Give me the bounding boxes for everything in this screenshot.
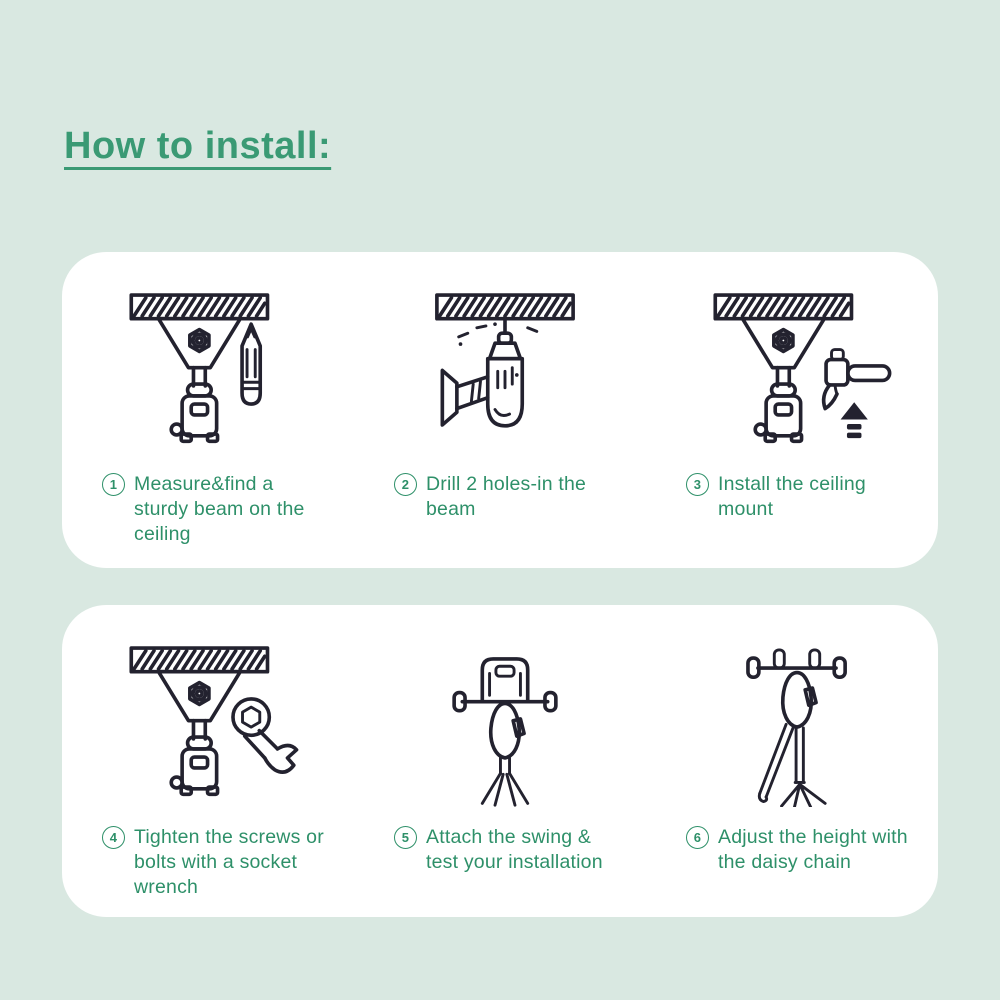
step-caption: 2 Drill 2 holes-in the beam	[394, 472, 640, 522]
step-number-badge: 3	[686, 473, 709, 496]
page-title: How to install:	[64, 125, 332, 168]
step-caption: 6 Adjust the height with the daisy chain	[686, 825, 932, 875]
step-caption: 5 Attach the swing & test your installat…	[394, 825, 640, 875]
daisy-chain-straps	[757, 722, 827, 807]
step-number-badge: 5	[394, 826, 417, 849]
step-4: 4 Tighten the screws or bolts with a soc…	[62, 605, 354, 917]
step-text: Tighten the screws or bolts with a socke…	[134, 826, 324, 898]
ceiling-mount-socket-wrench-illustration	[129, 646, 299, 797]
arrow-up-icon	[840, 402, 868, 439]
swing-ropes	[480, 756, 530, 807]
step-5: 5 Attach the swing & test your installat…	[354, 605, 646, 917]
step-number-badge: 1	[102, 473, 125, 496]
step-caption: 4 Tighten the screws or bolts with a soc…	[102, 825, 348, 900]
step-text: Measure&find a sturdy beam on the ceilin…	[134, 473, 305, 545]
install-steps-card-top: 1 Measure&find a sturdy beam on the ceil…	[62, 252, 938, 568]
ceiling-beam-mount-pencil-illustration	[129, 293, 270, 444]
swing-hanger-icon	[452, 657, 558, 713]
step-text: Drill 2 holes-in the beam	[426, 473, 587, 520]
step-caption: 1 Measure&find a sturdy beam on the ceil…	[102, 472, 348, 547]
step-3: 3 Install the ceiling mount	[646, 252, 938, 568]
step-caption: 3 Install the ceiling mount	[686, 472, 932, 522]
daisy-chain-pin	[746, 648, 847, 679]
step-6: 6 Adjust the height with the daisy chain	[646, 605, 938, 917]
daisy-chain-carabiner-illustration	[746, 648, 847, 807]
drill-icon	[440, 316, 539, 428]
install-steps-card-bottom: 4 Tighten the screws or bolts with a soc…	[62, 605, 938, 917]
step-text: Install the ceiling mount	[718, 473, 866, 520]
hammer-icon	[821, 348, 892, 411]
drill-under-beam-illustration	[435, 293, 575, 428]
step-text: Adjust the height with the daisy chain	[718, 826, 908, 873]
step-text: Attach the swing & test your installatio…	[426, 826, 603, 873]
step-2: 2 Drill 2 holes-in the beam	[354, 252, 646, 568]
pencil-icon	[240, 322, 263, 406]
drill-debris-dashes	[457, 322, 539, 346]
ceiling-mount-hammer-illustration	[713, 293, 892, 444]
step-number-badge: 2	[394, 473, 417, 496]
swing-hanger-carabiner-ropes-illustration	[452, 657, 558, 807]
carabiner-icon	[780, 670, 818, 729]
carabiner-icon	[488, 701, 526, 760]
step-number-badge: 4	[102, 826, 125, 849]
step-number-badge: 6	[686, 826, 709, 849]
step-1: 1 Measure&find a sturdy beam on the ceil…	[62, 252, 354, 568]
wrench-icon	[231, 697, 299, 774]
